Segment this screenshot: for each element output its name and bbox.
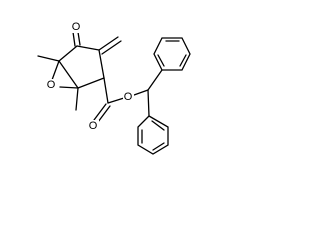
epoxide-oxygen-label: O — [47, 79, 56, 91]
bond-methyl-c5 — [75, 87, 79, 111]
epoxide-oxygen-bg — [45, 79, 57, 91]
bond-ring-c3-c4 — [98, 49, 105, 79]
bond-methylene-b — [101, 40, 122, 55]
bond-ester-double-b — [97, 105, 111, 123]
bond-ch-to-phenyl-bottom — [147, 89, 150, 117]
ketone-oxygen-bg — [70, 21, 81, 33]
ketone-group — [72, 31, 81, 47]
bicyclic-core — [51, 45, 105, 89]
ketone-oxygen-label: O — [72, 21, 81, 33]
phenyl-bottom-hexagon — [137, 115, 169, 155]
bond-ring-c5-c1 — [58, 60, 79, 89]
phenyl-bottom-inner-3 — [151, 120, 165, 131]
bond-ester-double-a — [93, 103, 107, 121]
ester-ether-oxygen-label: O — [124, 91, 133, 103]
phenyl-ring-top — [153, 37, 191, 71]
ester-ether-oxygen-bg — [123, 91, 134, 103]
bond-ring-c4-c5 — [77, 77, 105, 89]
methylene-group — [98, 36, 122, 55]
phenyl-top-inner-2 — [179, 54, 187, 67]
molecule-structure: O O O O — [37, 21, 191, 155]
phenyl-top-inner-3 — [157, 54, 165, 67]
bond-epoxide-c1-o — [51, 60, 60, 81]
ester-group — [93, 77, 149, 123]
bond-methyl-c1 — [37, 55, 60, 62]
bond-ring-to-carbonyl — [103, 77, 109, 104]
phenyl-top-hexagon — [153, 37, 191, 71]
bond-epoxide-c5-o — [59, 86, 79, 89]
bond-ether-o-to-ch — [133, 89, 149, 96]
phenyl-ring-bottom — [137, 115, 169, 155]
bond-ch-to-phenyl-top — [147, 69, 163, 91]
phenyl-bottom-inner-2 — [152, 142, 165, 151]
ester-carbonyl-oxygen-label: O — [89, 120, 98, 132]
bond-ketone-double-a — [72, 31, 76, 47]
bond-methylene-a — [98, 36, 119, 51]
bond-ketone-double-b — [77, 31, 81, 46]
bond-carbonyl-to-ether-o — [107, 97, 125, 104]
bond-ring-c2-c3 — [76, 45, 100, 51]
bond-ring-c1-c2 — [58, 45, 78, 62]
ester-carbonyl-oxygen-bg — [88, 120, 99, 132]
